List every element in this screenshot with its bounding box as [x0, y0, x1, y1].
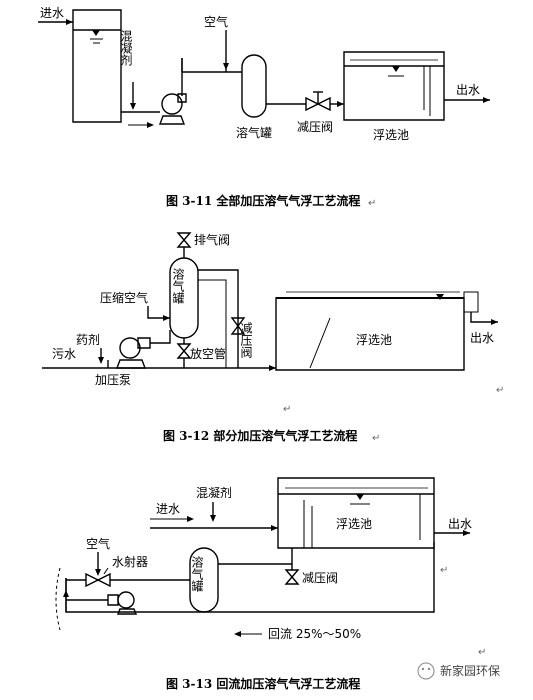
fig2-tank-label: 溶气罐: [171, 267, 185, 305]
fig3-reducing-valve-icon: [286, 570, 298, 584]
fig3-tank-label: 溶气罐: [190, 555, 204, 593]
fig3-caption: 图 3-13 回流加压溶气气浮工艺流程: [166, 676, 360, 691]
fig2-baffle: [310, 318, 330, 368]
fig1-inlet-label: 进水: [40, 6, 64, 20]
fig1-air-inlet-pipe: [182, 72, 242, 96]
fig3-return-arrow-icon: [63, 590, 69, 597]
fig1-dissolved-air-tank: [242, 55, 266, 117]
fig2-tank-outlet-pipe: [198, 270, 238, 368]
fig2-reducing-valve-icon: [232, 318, 244, 334]
fig1-tank-label: 溶气罐: [236, 125, 272, 140]
fig1-coagulant-arrow-icon: [130, 103, 136, 110]
fig2-reagent-arrow-icon: [98, 357, 104, 364]
fig3-air-arrow-icon: [95, 569, 101, 576]
paragraph-mark: ↵: [283, 404, 291, 415]
fig-3-11: 进水 混凝剂 空气 溶气罐: [38, 6, 490, 209]
fig3-coagulant-arrow-icon: [210, 515, 216, 522]
fig1-water-level-icon: [92, 30, 100, 36]
fig1-flow-arrow-icon: [147, 122, 154, 128]
fig-3-12: 排气阀 溶气罐 减压阀 压缩空气 放空管 加压泵: [42, 232, 504, 444]
fig1-air-label: 空气: [204, 14, 228, 29]
fig-3-13: 混凝剂 进水 浮选池 出水 ↵ 回流 25%～50% 空气 水射器: [56, 478, 486, 691]
paragraph-mark: ↵: [368, 198, 376, 209]
fig3-recycle-arrow-icon: [234, 631, 241, 637]
wechat-icon: [417, 662, 435, 680]
fig3-recycle-label: 回流 25%～50%: [268, 627, 361, 641]
fig1-pool-inlet-arrow-icon: [337, 101, 344, 107]
fig2-pump-label: 加压泵: [95, 373, 131, 387]
fig2-valve-label: 减压阀: [239, 322, 253, 359]
fig2-vent-valve-icon: [178, 344, 190, 358]
fig3-pool-inlet-arrow-icon: [271, 525, 278, 531]
fig3-outlet-arrow-icon: [463, 530, 470, 536]
fig3-valve-label: 减压阀: [302, 571, 338, 585]
fig1-outlet-label: 出水: [456, 83, 480, 97]
fig1-coagulant-label: 混凝剂: [119, 30, 133, 66]
fig2-outlet-label: 出水: [470, 331, 494, 345]
fig3-inlet-label: 进水: [156, 502, 180, 516]
watermark-text: 新家园环保: [440, 663, 500, 678]
fig1-flotation-pool: [344, 52, 444, 120]
fig3-recycle-pipe: [66, 542, 434, 612]
fig1-inlet-arrow-icon: [66, 19, 73, 25]
fig2-vent-pipe-label: 放空管: [190, 346, 226, 361]
fig1-pool-level-icon: [392, 66, 400, 72]
fig2-exhaust-valve-label: 排气阀: [194, 232, 230, 247]
fig2-pressure-pump-icon: [117, 337, 150, 368]
fig1-caption: 图 3-11 全部加压溶气气浮工艺流程: [166, 193, 360, 208]
fig2-outlet-arrow-icon: [491, 319, 498, 325]
fig2-sewage-arrow-icon: [269, 365, 276, 371]
fig3-pool-level-icon: [356, 494, 364, 500]
fig2-reagent-label: 药剂: [76, 332, 100, 347]
fig1-coagulation-tank: [73, 10, 121, 122]
fig3-pump-icon: [108, 591, 136, 614]
fig2-exhaust-valve-icon: [178, 233, 190, 247]
fig3-ejector-label: 水射器: [112, 554, 148, 569]
fig2-pump-to-tank-pipe: [150, 330, 170, 343]
fig2-outlet-pipe: [471, 312, 498, 322]
fig2-sewage-label: 污水: [52, 347, 76, 361]
fig3-bypass-line: [56, 568, 60, 630]
fig2-compressed-air-arrow-icon: [163, 315, 170, 321]
paragraph-mark: ↵: [440, 565, 448, 576]
fig3-inlet-arrow-icon: [187, 516, 194, 522]
fig1-pool-label: 浮选池: [373, 128, 409, 142]
fig3-tank-outlet-pipe: [218, 548, 292, 564]
fig3-dissolved-air-tank: [190, 548, 218, 612]
fig1-air-arrow-icon: [223, 63, 229, 70]
paragraph-mark: ↵: [372, 433, 380, 444]
paragraph-mark: ↵: [478, 647, 486, 658]
fig2-pool-label: 浮选池: [356, 333, 392, 347]
fig1-reducing-valve-icon: [306, 92, 330, 110]
fig3-air-label: 空气: [86, 536, 110, 551]
paragraph-mark: ↵: [496, 385, 504, 396]
fig3-pool-label: 浮选池: [336, 517, 372, 531]
fig1-pump-icon: [160, 93, 186, 124]
fig2-compressed-air-pipe: [148, 306, 170, 318]
fig3-coagulant-label: 混凝剂: [196, 485, 232, 500]
fig2-pool-level-icon: [436, 294, 444, 300]
fig2-compressed-air-label: 压缩空气: [100, 290, 148, 305]
fig2-outlet-well: [464, 292, 478, 312]
watermark: 新家园环保: [417, 662, 500, 680]
fig1-valve-label: 减压阀: [297, 120, 333, 134]
fig2-caption: 图 3-12 部分加压溶气气浮工艺流程: [163, 428, 357, 443]
fig3-flotation-pool: [278, 478, 434, 548]
fig3-outlet-label: 出水: [448, 517, 472, 531]
fig1-outlet-arrow-icon: [483, 97, 490, 103]
